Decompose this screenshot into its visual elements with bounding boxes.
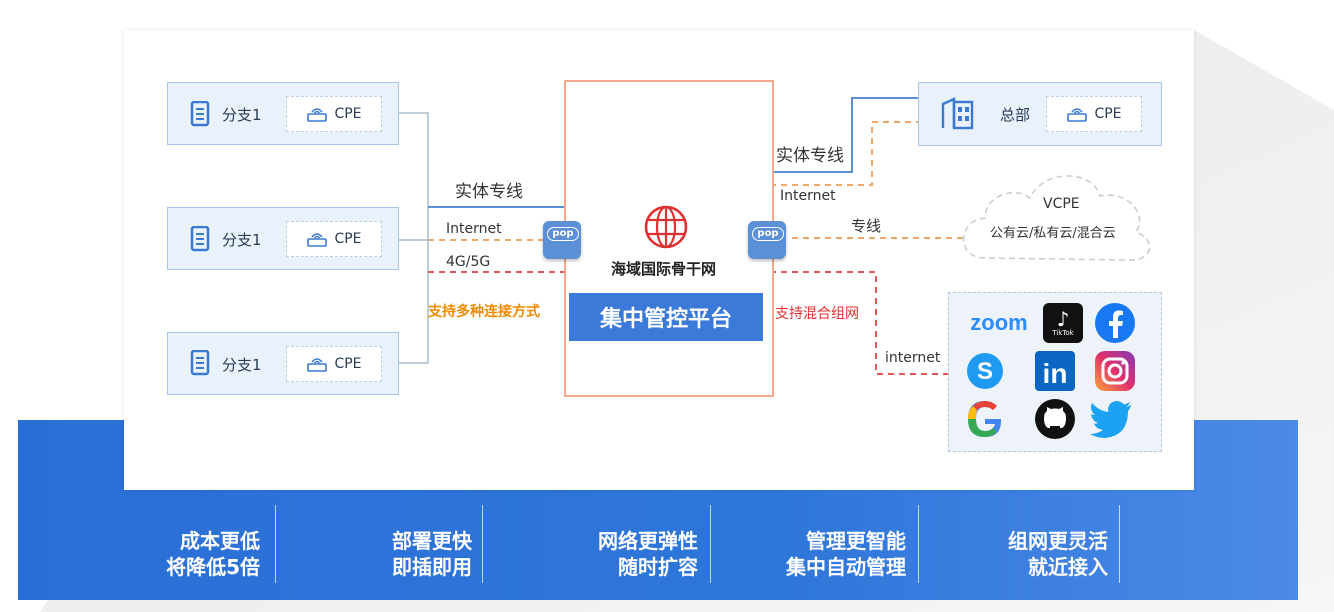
hq-cpe: CPE	[1046, 96, 1142, 132]
pop-node-right: pop	[748, 221, 786, 259]
cpe-label: CPE	[334, 106, 362, 122]
feature-cost: 成本更低 将降低5倍	[166, 529, 260, 579]
feature-divider	[275, 505, 276, 583]
feature-divider	[1119, 505, 1120, 583]
left-link-4g5g-label: 4G/5G	[446, 254, 491, 270]
branch-label-2: 分支1	[222, 231, 262, 249]
twitter-icon	[1089, 397, 1133, 441]
right-link-internet2-label: internet	[885, 350, 941, 366]
skype-icon: S	[963, 349, 1007, 393]
branch-cpe-3: CPE	[286, 346, 382, 382]
linkedin-icon: in	[1033, 349, 1077, 393]
right-link-private-label: 专线	[851, 217, 882, 235]
feature-management: 管理更智能 集中自动管理	[786, 529, 906, 579]
branch-label-1: 分支1	[222, 106, 262, 124]
pop-label: pop	[547, 227, 579, 241]
cpe-label: CPE	[1094, 106, 1122, 122]
router-icon	[307, 108, 328, 122]
building-icon	[190, 350, 210, 376]
office-building-icon	[941, 97, 974, 130]
cloud-subtitle: 公有云/私有云/混合云	[990, 226, 1116, 241]
router-icon	[307, 358, 328, 372]
cpe-label: CPE	[334, 356, 362, 372]
globe-icon	[644, 205, 688, 249]
branch-cpe-2: CPE	[286, 221, 382, 257]
right-note: 支持混合组网	[775, 306, 859, 322]
router-icon	[1067, 108, 1088, 122]
branch-label-3: 分支1	[222, 356, 262, 374]
apps-panel: zoom ♪ TikTok S in	[948, 292, 1162, 452]
branch-cpe-1: CPE	[286, 96, 382, 132]
feature-divider	[710, 505, 711, 583]
building-icon	[190, 101, 210, 127]
feature-elastic: 网络更弹性 随时扩容	[598, 529, 698, 579]
right-link-internet-label: Internet	[780, 188, 836, 204]
feature-divider	[918, 505, 919, 583]
right-link-dedicated-label: 实体专线	[776, 146, 844, 166]
cpe-label: CPE	[334, 231, 362, 247]
control-platform-label: 集中管控平台	[569, 293, 763, 341]
svg-text:in: in	[1043, 358, 1068, 389]
pop-node-left: pop	[543, 221, 581, 259]
cloud-title: VCPE	[1043, 196, 1080, 212]
zoom-icon: zoom	[970, 310, 1028, 335]
pop-label: pop	[752, 227, 784, 241]
feature-deploy: 部署更快 即插即用	[392, 529, 472, 579]
instagram-icon	[1093, 349, 1137, 393]
tiktok-icon: ♪ TikTok	[1043, 303, 1083, 343]
hq-label: 总部	[1000, 106, 1031, 124]
google-icon	[963, 397, 1007, 441]
facebook-icon	[1093, 301, 1137, 345]
github-icon	[1033, 397, 1077, 441]
left-note: 支持多种连接方式	[428, 304, 540, 320]
building-icon	[190, 226, 210, 252]
left-link-dedicated-label: 实体专线	[455, 182, 523, 202]
backbone-network-label: 海域国际骨干网	[611, 260, 717, 278]
feature-networking: 组网更灵活 就近接入	[1008, 529, 1108, 579]
router-icon	[307, 233, 328, 247]
svg-text:S: S	[977, 358, 993, 385]
left-link-internet-label: Internet	[446, 221, 502, 237]
feature-divider	[482, 505, 483, 583]
